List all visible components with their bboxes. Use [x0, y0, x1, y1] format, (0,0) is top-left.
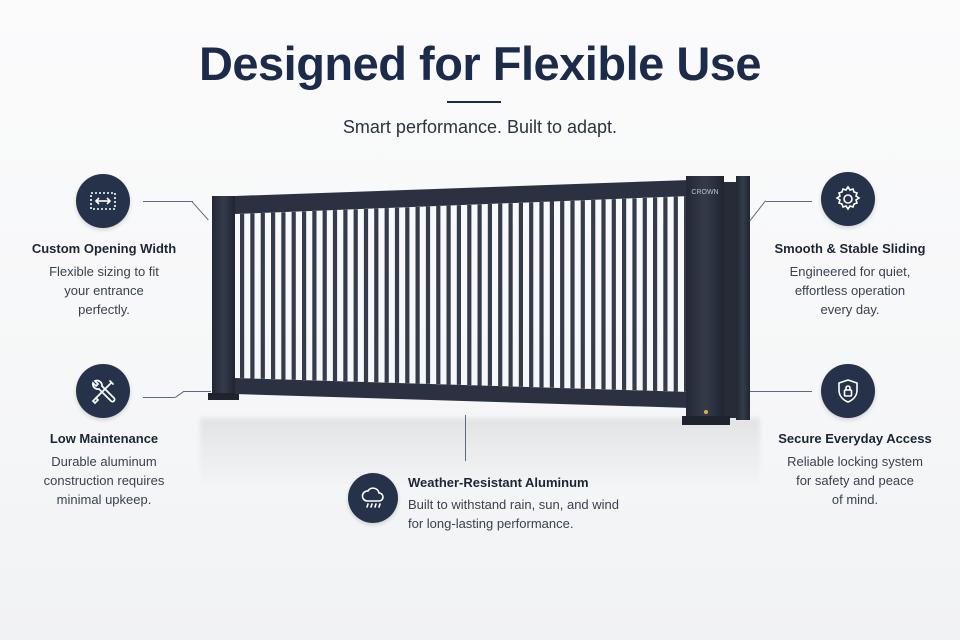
gate-motor-base — [682, 416, 730, 425]
feature-custom-width-title: Custom Opening Width — [31, 241, 177, 256]
gate-end-post-2 — [736, 176, 750, 420]
gate-picket — [529, 202, 534, 388]
gate-picket — [302, 211, 307, 381]
feature-secure-desc: Reliable locking system for safety and p… — [787, 454, 923, 507]
gate-picket — [653, 197, 658, 391]
gate-picket — [642, 197, 647, 391]
gate-picket — [549, 201, 554, 388]
gate-picket — [580, 200, 585, 389]
feature-smooth-desc: Engineered for quiet, effortless operati… — [789, 264, 911, 317]
gate-motor-post — [686, 176, 724, 421]
feature-weather-title: Weather-Resistant Aluminum — [408, 475, 589, 490]
gate-picket — [539, 202, 544, 388]
gate-picket — [508, 203, 513, 387]
gate-picket — [467, 204, 472, 386]
gate-picket — [322, 210, 327, 381]
gate-picket — [477, 204, 482, 386]
gate-picket — [436, 206, 441, 385]
gate-picket — [343, 209, 348, 382]
feature-custom-width-desc: Flexible sizing to fit your entrance per… — [49, 264, 159, 317]
tools-icon — [76, 364, 130, 418]
gate-picket — [353, 209, 358, 382]
gate-picket — [611, 199, 616, 390]
gate-picket — [518, 202, 523, 387]
title-divider — [447, 101, 501, 103]
gate-picket — [363, 208, 369, 382]
gate-picket — [487, 204, 492, 386]
gate-picket — [271, 212, 276, 380]
gate-picket — [591, 199, 596, 389]
feature-weather-desc: Built to withstand rain, sun, and wind f… — [408, 497, 620, 531]
gate-left-post — [212, 196, 235, 396]
gate-picket — [250, 213, 255, 379]
gate-picket — [332, 210, 338, 381]
gear-icon — [821, 172, 875, 226]
feature-low-maintenance-desc: Durable aluminum construction requires m… — [43, 454, 165, 507]
gate-picket — [632, 198, 637, 391]
gate-picket — [240, 213, 245, 379]
gate-left-post-base — [208, 393, 239, 400]
gate-picket — [425, 206, 431, 384]
gate-pickets — [240, 196, 689, 392]
connector-custom-width — [143, 201, 193, 202]
gate-picket — [405, 207, 410, 384]
feature-secure-title: Secure Everyday Access — [778, 431, 932, 446]
shield-lock-icon — [821, 364, 875, 418]
gate-picket — [622, 198, 627, 390]
connector-smooth — [766, 201, 812, 202]
gate-brand-label: CROWN — [691, 189, 718, 196]
feature-smooth-title: Smooth & Stable Sliding — [774, 241, 926, 256]
page-title: Designed for Flexible Use — [198, 37, 762, 90]
rain-cloud-icon — [348, 473, 398, 523]
gate-picket — [456, 205, 461, 385]
gate-picket — [291, 211, 296, 380]
connector-secure — [750, 391, 812, 392]
gate-picket — [560, 201, 565, 388]
gate-reflection — [200, 418, 760, 488]
feature-low-maintenance-title: Low Maintenance — [49, 431, 159, 446]
gate-picket — [446, 205, 451, 385]
gate-bottom-rail — [235, 378, 690, 408]
gate-end-post — [724, 182, 736, 418]
gate-picket — [384, 208, 389, 383]
connector-low-maint-2 — [183, 391, 211, 392]
gate-motor-light — [704, 410, 708, 414]
page-subtitle: Smart performance. Built to adapt. — [342, 117, 618, 137]
gate-picket — [260, 213, 265, 379]
gate-picket — [281, 212, 286, 380]
gate-picket — [374, 208, 379, 383]
gate-picket — [312, 210, 317, 381]
connector-weather — [465, 415, 466, 461]
gate-picket — [673, 196, 678, 392]
resize-arrows-icon — [76, 174, 130, 228]
gate-picket — [663, 197, 668, 392]
gate-picket — [570, 200, 575, 389]
gate-picket — [498, 203, 503, 387]
gate-picket — [415, 206, 420, 384]
gate-picket — [601, 199, 606, 390]
gate-picket — [394, 207, 400, 383]
connector-low-maint — [143, 397, 175, 398]
gate-top-rail — [235, 180, 690, 214]
